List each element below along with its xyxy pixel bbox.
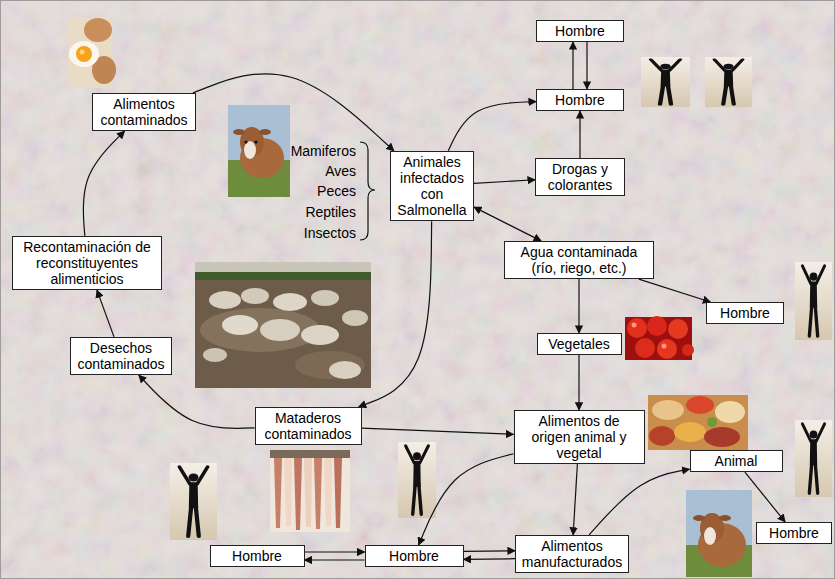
person-figures xyxy=(170,57,832,540)
process-box: Alimentos de origen animal y vegetal xyxy=(514,410,645,464)
cow-picture xyxy=(228,105,290,197)
flow-arrow xyxy=(359,221,432,407)
flow-arrow xyxy=(586,42,587,89)
box-text: Animales infectados con Salmonella xyxy=(395,154,469,218)
bracket xyxy=(360,142,375,240)
box-text: Alimentos de origen animal y vegetal xyxy=(519,413,640,461)
process-box: Drogas y colorantes xyxy=(535,158,625,196)
flow-arrow xyxy=(464,550,516,552)
flow-arrow xyxy=(139,375,255,428)
cow-picture xyxy=(686,490,752,577)
flow-arrow xyxy=(97,290,114,337)
process-box: Alimentos manufacturados xyxy=(515,535,629,573)
box-text: Alimentos manufacturados xyxy=(520,538,624,570)
process-box: Hombre xyxy=(536,89,624,111)
group-label: Mamiferos xyxy=(291,143,356,159)
process-box: Hombre xyxy=(365,545,464,567)
process-box: Hombre xyxy=(756,522,832,544)
flow-arrow xyxy=(464,558,516,560)
process-box: Recontaminación de reconstituyentes alim… xyxy=(12,236,162,290)
process-box: Hombre xyxy=(536,20,624,42)
flow-arrow xyxy=(362,428,514,434)
box-text: Desechos contaminados xyxy=(75,340,167,372)
box-text: Hombre xyxy=(761,525,827,541)
group-label: Peces xyxy=(317,183,356,199)
flow-arrow xyxy=(305,551,365,552)
flow-arrow xyxy=(573,464,577,535)
group-label: Aves xyxy=(325,163,356,179)
box-text: Alimentos contaminados xyxy=(97,96,191,128)
process-box: Mataderos contaminados xyxy=(255,407,362,445)
box-text: Vegetales xyxy=(542,336,617,352)
process-box: Desechos contaminados xyxy=(70,337,172,375)
flow-arrow xyxy=(193,74,394,151)
eggs-picture xyxy=(68,18,116,88)
box-text: Drogas y colorantes xyxy=(540,161,620,193)
box-text: Animal xyxy=(695,453,778,469)
box-text: Agua contaminada (río, riego, etc.) xyxy=(509,244,649,276)
process-box: Animales infectados con Salmonella xyxy=(390,151,474,221)
box-text: Recontaminación de reconstituyentes alim… xyxy=(17,239,157,287)
box-text: Hombre xyxy=(711,305,779,321)
flow-arrow xyxy=(448,102,536,151)
flow-arrow xyxy=(639,279,711,302)
flow-arrow xyxy=(83,131,124,236)
connectors xyxy=(83,42,785,560)
flow-arrow xyxy=(589,469,689,535)
food-picture xyxy=(648,395,748,450)
process-box: Hombre xyxy=(706,302,784,324)
flow-arrow xyxy=(745,472,785,522)
flow-arrow xyxy=(305,559,365,560)
box-text: Mataderos contaminados xyxy=(260,410,357,442)
flow-arrow xyxy=(578,279,579,333)
group-label: Reptiles xyxy=(305,204,356,220)
carcasses-picture xyxy=(270,450,350,532)
process-box: Hombre xyxy=(210,545,305,567)
flow-arrow xyxy=(419,454,514,545)
process-box: Agua contaminada (río, riego, etc.) xyxy=(504,241,654,279)
tomatoes-picture xyxy=(625,316,694,360)
flow-arrow xyxy=(578,355,579,410)
box-text: Hombre xyxy=(370,548,459,564)
group-label: Insectos xyxy=(304,225,356,241)
process-box: Alimentos contaminados xyxy=(92,93,196,131)
process-box: Vegetales xyxy=(537,333,622,355)
flow-arrow xyxy=(572,42,573,89)
box-text: Hombre xyxy=(541,23,619,39)
box-text: Hombre xyxy=(541,92,619,108)
flow-arrow xyxy=(474,207,541,241)
flow-arrow xyxy=(474,180,535,184)
process-box: Animal xyxy=(690,450,783,472)
dead-animals-picture xyxy=(195,262,371,388)
flow-arrow xyxy=(579,111,580,158)
box-text: Hombre xyxy=(215,548,300,564)
